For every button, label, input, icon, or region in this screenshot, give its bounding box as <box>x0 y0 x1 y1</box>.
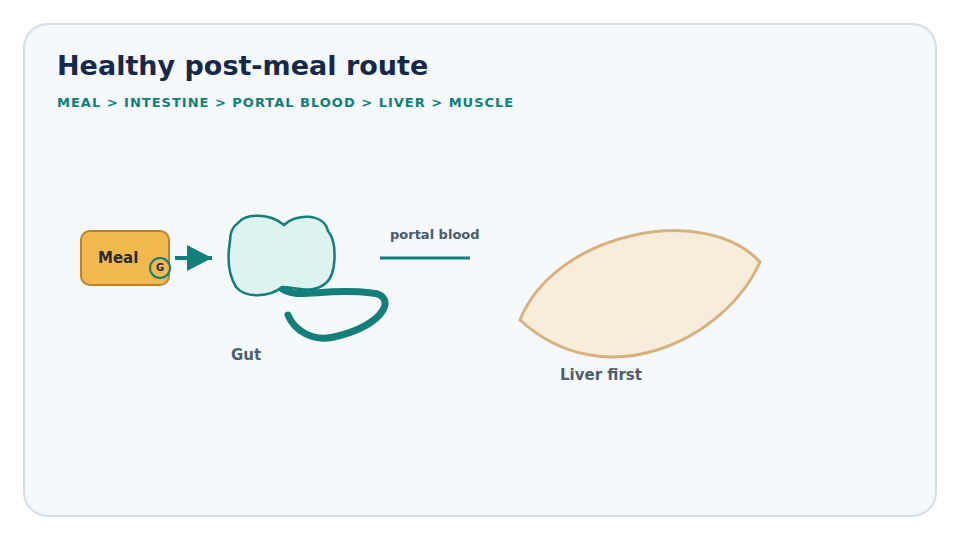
node-label: Gut <box>231 346 261 364</box>
liver-shape: Liver first <box>515 222 765 387</box>
diagram-title: Healthy post-meal route <box>57 50 428 81</box>
glucose-badge: G <box>149 257 171 279</box>
liver-lens <box>520 231 760 357</box>
meal-box: MealG <box>80 230 170 286</box>
portal-blood-line <box>380 257 470 260</box>
gut-shape: Gut <box>212 205 387 365</box>
flow-arrow <box>175 256 212 260</box>
liver-outline <box>515 222 765 387</box>
gut-outline <box>212 205 387 365</box>
node-label: G <box>151 262 169 273</box>
route-subtitle: MEAL > INTESTINE > PORTAL BLOOD > LIVER … <box>57 95 514 110</box>
stomach-blob <box>228 216 334 296</box>
portal-blood-label: portal blood <box>390 227 480 242</box>
node-label: Liver first <box>560 366 642 384</box>
node-label: Meal <box>98 249 138 267</box>
intestine-tube <box>280 287 385 338</box>
card-frame <box>24 24 936 516</box>
